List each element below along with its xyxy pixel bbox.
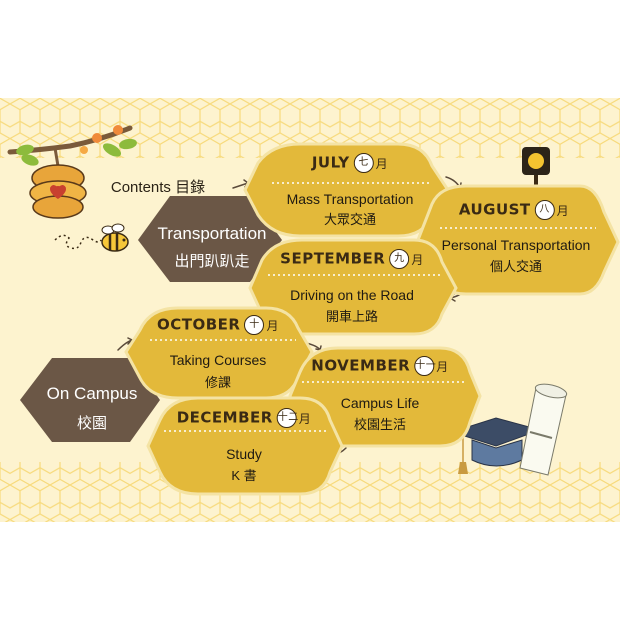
topic-cn-august: 個人交通	[489, 259, 543, 274]
topic-label-november: Campus Life	[340, 395, 420, 411]
month-name: JULY	[311, 153, 350, 172]
month-badge: 十二	[276, 408, 298, 428]
traffic-light-icon	[522, 147, 550, 192]
month-suffix: 月	[436, 359, 449, 374]
month-suffix: 月	[556, 203, 570, 218]
section-hex-transportation	[138, 196, 282, 282]
month-name: AUGUST	[458, 200, 531, 219]
section-title-campus: On Campus	[46, 384, 138, 403]
topic-cn-september: 開車上路	[325, 309, 379, 324]
contents-heading: Contents 目錄	[111, 176, 205, 197]
month-name: OCTOBER	[157, 315, 241, 334]
month-name: NOVEMBER	[311, 356, 411, 375]
section-subtitle-transportation: 出門趴趴走	[174, 253, 250, 270]
topic-cn-november: 校園生活	[353, 417, 407, 432]
month-name: SEPTEMBER	[280, 249, 386, 268]
section-title-transportation: Transportation	[157, 224, 267, 243]
month-badge: 十一	[414, 356, 436, 376]
topic-cn-december: K 書	[231, 468, 257, 483]
section-subtitle-campus: 校園	[76, 415, 108, 432]
month-suffix: 月	[375, 156, 389, 171]
branch-icon	[7, 125, 137, 167]
topic-label-september: Driving on the Road	[290, 287, 414, 303]
beehive-icon	[29, 164, 87, 219]
contents-label-en: Contents	[110, 179, 171, 196]
topic-label-october: Taking Courses	[169, 352, 267, 368]
month-badge: 七	[353, 153, 374, 173]
diploma-scroll-icon	[519, 383, 568, 476]
topic-label-july: Mass Transportation	[286, 191, 414, 207]
topic-cn-july: 大眾交通	[323, 212, 377, 227]
contents-label-cn: 目錄	[175, 179, 206, 196]
month-suffix: 月	[298, 411, 312, 426]
month-name: DECEMBER	[176, 408, 273, 427]
month-badge: 九	[389, 249, 410, 269]
graduation-cap-icon	[450, 417, 542, 474]
bee-icon	[54, 223, 129, 252]
month-suffix: 月	[266, 318, 279, 333]
month-suffix: 月	[411, 252, 424, 267]
topic-label-december: Study	[226, 446, 262, 462]
month-badge: 十	[244, 315, 265, 335]
section-hex-campus	[20, 358, 160, 442]
card-dividers	[150, 182, 596, 432]
month-badge: 八	[534, 200, 555, 220]
topic-label-august: Personal Transportation	[441, 237, 591, 253]
topic-cn-october: 修課	[204, 375, 232, 390]
